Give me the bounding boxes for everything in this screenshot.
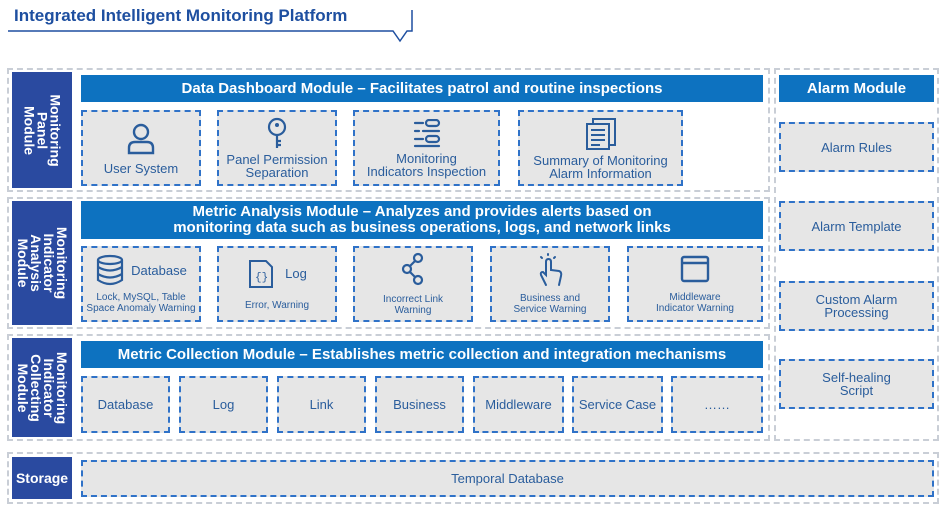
custom-alarm-processing-label: Custom Alarm Processing — [815, 292, 898, 320]
link-warning-desc: Incorrect Link Warning — [382, 294, 444, 316]
database-warning-desc: Lock, MySQL, Table Space Anomaly Warning — [86, 292, 196, 314]
svg-text:{}: {} — [255, 272, 268, 284]
metric-collection-banner: Metric Collection Module – Establishes m… — [81, 341, 763, 368]
alarm-summary-label: Summary of Monitoring Alarm Information — [533, 152, 668, 181]
key-icon — [267, 117, 287, 148]
collect-link-label: Link — [309, 397, 334, 412]
self-healing-script-card[interactable]: Self-healing Script — [779, 359, 934, 409]
data-dashboard-banner: Data Dashboard Module – Facilitates patr… — [81, 75, 763, 102]
database-warning-card[interactable]: Database Lock, MySQL, Table Space Anomal… — [81, 246, 201, 322]
temporal-database-card[interactable]: Temporal Database — [81, 460, 934, 497]
user-system-card[interactable]: User System — [81, 110, 201, 186]
alarm-rules-label: Alarm Rules — [821, 139, 892, 155]
user-icon — [127, 123, 155, 154]
collect-database-card[interactable]: Database — [81, 376, 170, 433]
database-header: Database — [95, 254, 187, 286]
indicators-inspection-label: Monitoring Indicators Inspection — [366, 150, 487, 179]
monitoring-collecting-module-label: Monitoring Indicator Collecting Module — [12, 338, 72, 437]
indicators-inspection-card[interactable]: Monitoring Indicators Inspection — [353, 110, 500, 186]
alarm-summary-card[interactable]: Summary of Monitoring Alarm Information — [518, 110, 683, 186]
middleware-warning-card[interactable]: Middleware Indicator Warning — [627, 246, 763, 322]
collect-log-label: Log — [212, 397, 235, 412]
log-header: {} Log — [247, 258, 307, 290]
documents-icon — [585, 117, 616, 150]
custom-alarm-processing-card[interactable]: Custom Alarm Processing — [779, 281, 934, 331]
alarm-template-label: Alarm Template — [811, 218, 902, 234]
log-warning-card[interactable]: {} Log Error, Warning — [217, 246, 337, 322]
collect-middleware-label: Middleware — [485, 397, 552, 412]
link-warning-card[interactable]: Incorrect Link Warning — [353, 246, 473, 322]
collect-link-card[interactable]: Link — [277, 376, 366, 433]
collect-more-card[interactable]: …… — [671, 376, 763, 433]
log-title: Log — [285, 266, 307, 281]
log-warning-desc: Error, Warning — [244, 299, 310, 311]
window-icon — [680, 255, 710, 283]
business-warning-desc: Business and Service Warning — [513, 293, 587, 315]
panel-permission-card[interactable]: Panel Permission Separation — [217, 110, 337, 186]
alarm-rules-card[interactable]: Alarm Rules — [779, 122, 934, 172]
page-title: Integrated Intelligent Monitoring Platfo… — [14, 6, 348, 25]
user-system-label: User System — [103, 160, 179, 176]
collect-service-case-card[interactable]: Service Case — [572, 376, 663, 433]
side-label-text: Monitoring Panel Module — [21, 93, 64, 167]
monitoring-panel-module-label: Monitoring Panel Module — [12, 72, 72, 188]
collect-middleware-card[interactable]: Middleware — [473, 376, 564, 433]
collect-business-label: Business — [393, 397, 446, 412]
business-warning-card[interactable]: Business and Service Warning — [490, 246, 610, 322]
collect-more-label: …… — [704, 397, 730, 412]
collect-database-label: Database — [97, 397, 154, 412]
side-label-text: Monitoring Indicator Collecting Module — [15, 351, 70, 424]
hand-click-icon — [539, 253, 563, 286]
share-nodes-icon — [401, 252, 424, 286]
self-healing-script-label: Self-healing Script — [822, 370, 891, 398]
database-icon — [97, 254, 124, 286]
database-title: Database — [131, 262, 187, 278]
storage-label: Storage — [12, 457, 72, 499]
collect-log-card[interactable]: Log — [179, 376, 268, 433]
panel-permission-label: Panel Permission Separation — [226, 152, 328, 180]
alarm-module-header: Alarm Module — [779, 75, 934, 102]
middleware-warning-desc: Middleware Indicator Warning — [656, 292, 734, 314]
title-underline-decoration — [8, 10, 413, 43]
collect-service-case-label: Service Case — [578, 397, 657, 412]
side-label-text: Monitoring Indicator Analysis Module — [15, 226, 70, 300]
collect-business-card[interactable]: Business — [375, 376, 464, 433]
code-file-icon: {} — [249, 259, 274, 288]
metric-analysis-banner: Metric Analysis Module – Analyzes and pr… — [81, 201, 763, 239]
temporal-database-label: Temporal Database — [451, 471, 564, 486]
alarm-template-card[interactable]: Alarm Template — [779, 201, 934, 251]
list-icon — [413, 118, 440, 147]
monitoring-analysis-module-label: Monitoring Indicator Analysis Module — [12, 201, 72, 325]
